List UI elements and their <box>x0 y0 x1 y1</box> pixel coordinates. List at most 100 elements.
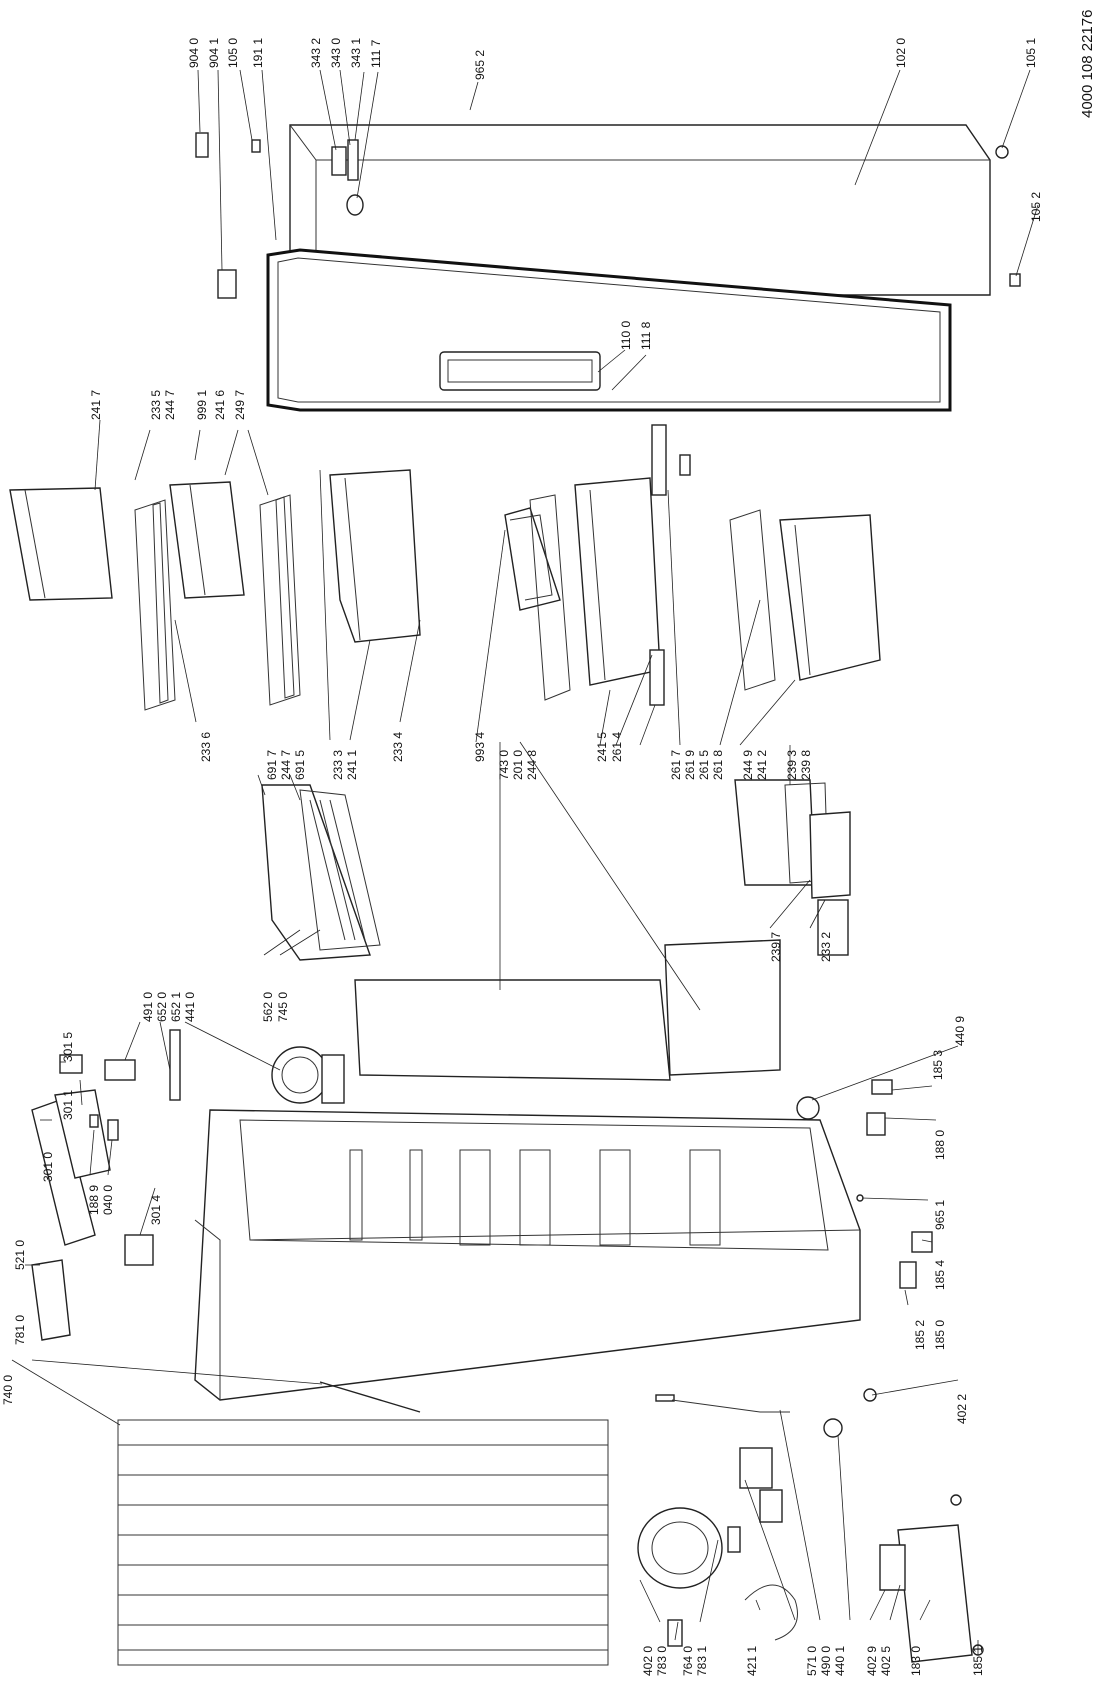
callout: 904 1 <box>207 38 221 68</box>
callout: 783 1 <box>695 1646 709 1676</box>
callout: 102 0 <box>894 38 908 68</box>
callout: 241 2 <box>755 750 769 780</box>
callout: 241 1 <box>345 750 359 780</box>
callout: 244 7 <box>163 390 177 420</box>
condenser-coil <box>117 1419 609 1666</box>
callout: 261 7 <box>669 750 683 780</box>
evaporator-cover <box>354 939 781 1081</box>
callout: 691 7 <box>265 750 279 780</box>
callout: 241 7 <box>89 390 103 420</box>
callout: 993 4 <box>473 732 487 762</box>
base-plate <box>879 1494 984 1663</box>
callout: 261 5 <box>697 750 711 780</box>
callout: 745 0 <box>276 992 290 1022</box>
callout: 652 1 <box>169 992 183 1022</box>
callout: 740 0 <box>1 1375 15 1405</box>
callout: 999 1 <box>195 390 209 420</box>
callout: 244 7 <box>279 750 293 780</box>
drain-tube <box>319 1381 421 1413</box>
callout: 110 0 <box>619 321 633 350</box>
control-panel <box>31 1054 154 1341</box>
callout: 185 1 <box>971 1646 985 1676</box>
callout: 191 1 <box>251 38 265 68</box>
hinge-and-feet-parts <box>796 1079 933 1402</box>
lower-glass-shelf <box>729 509 776 691</box>
callout: 402 9 <box>865 1646 879 1676</box>
callout: 965 2 <box>473 50 487 80</box>
callout: 440 1 <box>833 1646 847 1676</box>
callout: 185 3 <box>931 1050 945 1080</box>
callout: 562 0 <box>261 992 275 1022</box>
callout: 301 5 <box>61 1032 75 1062</box>
callout: 239 8 <box>799 750 813 780</box>
callout: 301 4 <box>149 1195 163 1225</box>
callout: 490 0 <box>819 1646 833 1676</box>
grille-panel <box>504 507 561 611</box>
callout: 233 3 <box>331 750 345 780</box>
callout: 241 6 <box>213 390 227 420</box>
callout: 233 4 <box>391 732 405 762</box>
callout: 233 5 <box>149 390 163 420</box>
callout: 402 2 <box>955 1394 969 1424</box>
callout: 183 0 <box>909 1646 923 1676</box>
callout: 185 0 <box>933 1320 947 1350</box>
callout: 261 9 <box>683 750 697 780</box>
upper-drawer <box>329 469 421 643</box>
callout: 244 8 <box>525 750 539 780</box>
callout: 343 2 <box>309 38 323 68</box>
callout: 783 0 <box>655 1646 669 1676</box>
callout: 185 2 <box>913 1320 927 1350</box>
rail-parts <box>649 424 691 706</box>
middle-glass-shelf <box>259 494 301 706</box>
callout: 105 1 <box>1024 38 1038 68</box>
callout: 343 1 <box>349 38 363 68</box>
middle-glass-shelf-2 <box>529 494 571 701</box>
callout: 904 0 <box>187 38 201 68</box>
callout: 301 0 <box>41 1152 55 1182</box>
door-hinge-parts <box>195 132 1021 299</box>
callout: 188 9 <box>87 1185 101 1215</box>
callout: 261 8 <box>711 750 725 780</box>
callout: 421 1 <box>745 1646 759 1676</box>
callout: 402 0 <box>641 1646 655 1676</box>
callout: 781 0 <box>13 1315 27 1345</box>
callout: 244 9 <box>741 750 755 780</box>
callout: 965 1 <box>933 1200 947 1230</box>
callout: 040 0 <box>101 1185 115 1215</box>
callout: 111 8 <box>639 321 653 350</box>
evaporator-assembly <box>261 784 381 961</box>
callout: 188 0 <box>933 1130 947 1160</box>
callout: 571 0 <box>805 1646 819 1676</box>
cabinet <box>194 1109 861 1401</box>
fan-assembly <box>104 1029 345 1104</box>
callout: 239 3 <box>785 750 799 780</box>
upper-glass-shelf <box>134 499 176 711</box>
compressor <box>637 1507 723 1589</box>
document-id: 4000 108 22176 <box>1079 10 1096 118</box>
second-basket <box>169 481 245 599</box>
callout: 301 1 <box>61 1090 75 1120</box>
callout: 743 0 <box>497 750 511 780</box>
lower-drawer <box>779 514 881 681</box>
callout: 241 5 <box>595 732 609 762</box>
callout: 521 0 <box>13 1240 27 1270</box>
leader-lines <box>11 69 1039 1655</box>
callout: 261 4 <box>610 732 624 762</box>
callout: 764 0 <box>681 1646 695 1676</box>
callout: 343 0 <box>329 38 343 68</box>
bottom-baskets <box>734 779 851 956</box>
callout: 441 0 <box>183 992 197 1022</box>
callout: 691 5 <box>293 750 307 780</box>
callout: 111 7 <box>369 39 383 68</box>
callout: 105 2 <box>1029 192 1043 222</box>
top-basket <box>9 487 113 601</box>
callout: 233 6 <box>199 732 213 762</box>
cabinet-shelf-rails <box>349 1149 721 1246</box>
callout: 491 0 <box>141 992 155 1022</box>
door-gasket <box>266 248 952 412</box>
callout: 440 9 <box>953 1016 967 1046</box>
callout: 105 0 <box>226 38 240 68</box>
callout: 233 2 <box>819 932 833 962</box>
callout: 402 5 <box>879 1646 893 1676</box>
